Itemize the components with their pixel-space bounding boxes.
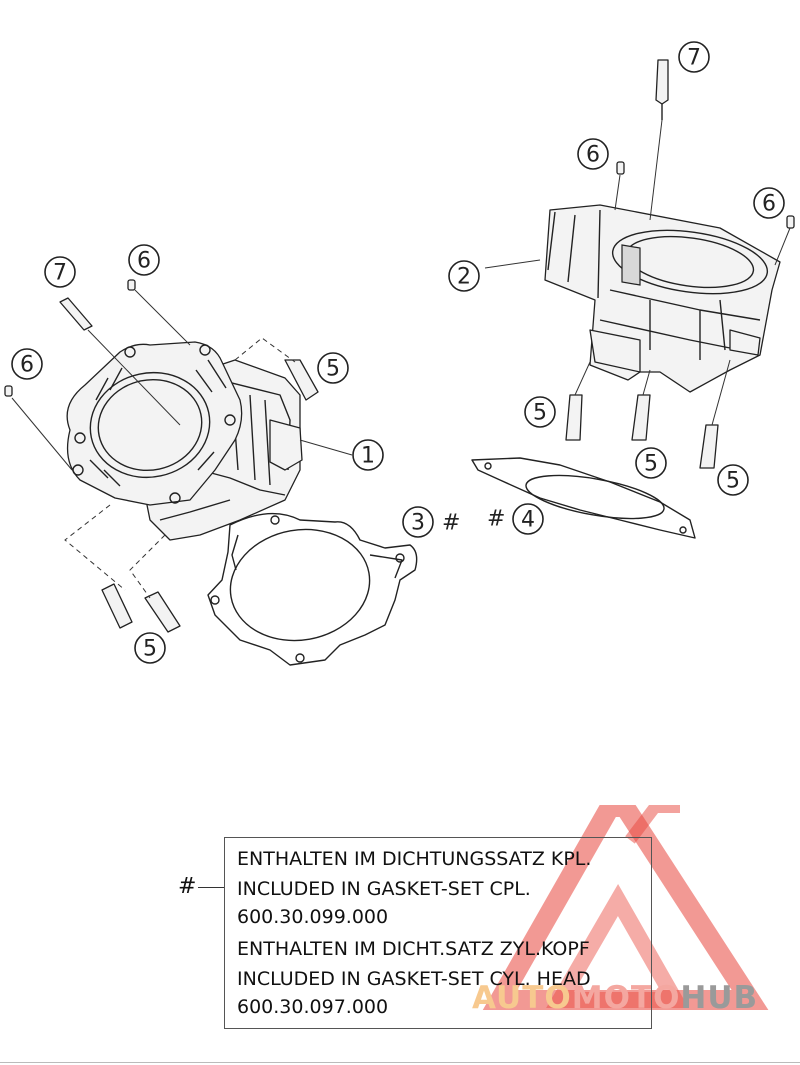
cylinder-left (66, 341, 303, 541)
svg-text:5: 5 (533, 401, 547, 426)
note-line-3: 600.30.099.000 (237, 906, 389, 928)
leader-lines (11, 119, 791, 599)
gasket-set-note: ENTHALTEN IM DICHTUNGSSATZ KPL. INCLUDED… (224, 837, 652, 1029)
callout-1: 1 (352, 439, 384, 471)
cylinder-head-right (544, 204, 781, 393)
svg-text:1: 1 (361, 444, 375, 469)
svg-text:6: 6 (586, 143, 600, 168)
hash-mark-gasket-4: # (487, 507, 505, 532)
note-line-1: ENTHALTEN IM DICHTUNGSSATZ KPL. (237, 848, 592, 870)
svg-text:6: 6 (137, 249, 151, 274)
callout-6-head-right: 6 (753, 187, 785, 219)
watermark-auto: AUTO (472, 980, 572, 1016)
callout-2: 2 (448, 260, 480, 292)
note-line-5: INCLUDED IN GASKET-SET CYL. HEAD (237, 968, 591, 990)
callout-5-head-b: 5 (635, 447, 667, 479)
svg-text:5: 5 (644, 452, 658, 477)
watermark-moto: MOTO (571, 980, 681, 1016)
note-line-6: 600.30.097.000 (237, 996, 389, 1018)
note-hash-mark: # (178, 874, 197, 899)
callout-6-left-upper: 6 (128, 244, 160, 276)
callout-7-right: 7 (678, 41, 710, 73)
svg-text:5: 5 (143, 637, 157, 662)
svg-text:4: 4 (521, 508, 535, 533)
callout-6-left-far: 6 (11, 348, 43, 380)
watermark-hub: HUB (680, 980, 759, 1016)
svg-text:2: 2 (457, 265, 471, 290)
svg-text:6: 6 (20, 353, 34, 378)
base-gasket (207, 512, 418, 666)
callout-3: 3 (402, 506, 434, 538)
watermark-text: AUTOMOTOHUB (472, 980, 758, 1016)
svg-text:7: 7 (53, 261, 67, 286)
callout-5-head-a: 5 (524, 396, 556, 428)
svg-text:3: 3 (411, 511, 425, 536)
hash-mark-gasket-3: # (442, 511, 460, 536)
callout-5-right-upper: 5 (317, 352, 349, 384)
note-line-4: ENTHALTEN IM DICHT.SATZ ZYL.KOPF (237, 938, 590, 960)
callout-6-head-left: 6 (577, 138, 609, 170)
callout-4: 4 (512, 503, 544, 535)
svg-text:5: 5 (326, 357, 340, 382)
callout-5-left-lower: 5 (134, 632, 166, 664)
svg-text:5: 5 (726, 469, 740, 494)
svg-text:7: 7 (687, 46, 701, 71)
studs-and-bolts (4, 59, 795, 633)
note-leader-line (198, 887, 224, 888)
svg-text:6: 6 (762, 192, 776, 217)
note-line-2: INCLUDED IN GASKET-SET CPL. (237, 878, 531, 900)
callout-5-head-c: 5 (717, 464, 749, 496)
callout-7-left: 7 (44, 256, 76, 288)
head-gasket (471, 457, 696, 539)
bottom-divider (0, 1062, 800, 1063)
